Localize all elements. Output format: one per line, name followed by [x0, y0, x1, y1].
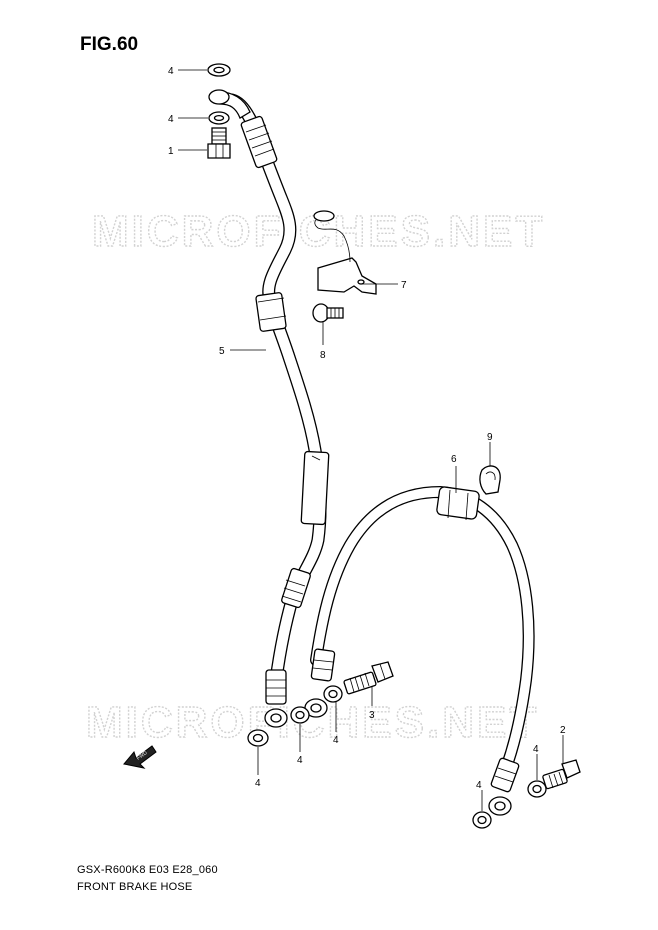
figure-title: FIG.60	[80, 34, 139, 55]
callout-4: 4	[168, 114, 174, 125]
washers[interactable]	[247, 685, 547, 829]
union-bolt-center[interactable]	[343, 661, 394, 695]
hose-clamp[interactable]	[479, 465, 501, 495]
brake-hose-upper[interactable]	[208, 89, 330, 728]
callout-4: 4	[533, 744, 539, 755]
hose-bracket[interactable]	[313, 210, 377, 295]
diagram-name: FRONT BRAKE HOSE	[77, 881, 193, 893]
callout-9: 9	[487, 432, 493, 443]
callout-4: 4	[168, 66, 174, 77]
callout-1: 1	[168, 146, 174, 157]
callout-4: 4	[476, 780, 482, 791]
callout-4: 4	[297, 755, 303, 766]
leader-lines	[178, 69, 564, 811]
callout-4: 4	[333, 735, 339, 746]
union-bolt-right[interactable]	[542, 759, 581, 790]
callout-4: 4	[255, 778, 261, 789]
callout-2: 2	[560, 725, 566, 736]
forward-arrow-icon: FWD	[123, 745, 157, 769]
model-code: GSX-R600K8 E03 E28_060	[77, 864, 218, 876]
callout-6: 6	[451, 454, 457, 465]
callout-3: 3	[369, 710, 375, 721]
brake-hose-lower[interactable]	[304, 485, 535, 816]
forward-arrow-label: FWD	[136, 750, 149, 762]
bracket-bolt[interactable]	[312, 303, 344, 323]
callout-7: 7	[401, 280, 407, 291]
callout-5: 5	[219, 346, 225, 357]
top-union-bolt-stack[interactable]	[207, 63, 231, 159]
callout-8: 8	[320, 350, 326, 361]
